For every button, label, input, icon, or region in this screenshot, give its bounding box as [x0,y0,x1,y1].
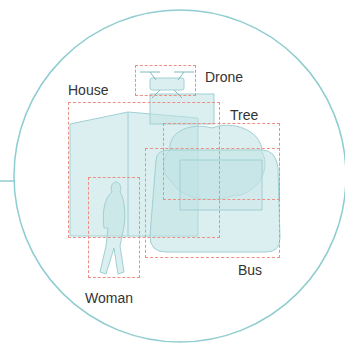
object-label: Drone [205,69,243,85]
frame-circle [14,10,345,342]
woman-silhouette [100,182,125,274]
object-label: Bus [238,262,262,278]
bounding-box: Drone [135,65,196,96]
object-label: House [68,82,108,98]
house-edge [128,112,129,236]
bounding-box: Tree [163,123,280,200]
building-block [150,94,214,124]
bounding-box: Woman [88,177,140,278]
bus-shape [150,150,280,252]
bounding-box: Bus [145,148,280,258]
bus-window [180,160,262,210]
leader-line [0,180,14,182]
drone-body [150,78,184,90]
object-label: Tree [230,107,258,123]
object-label: Woman [85,290,133,306]
drone-rotors [140,72,194,98]
